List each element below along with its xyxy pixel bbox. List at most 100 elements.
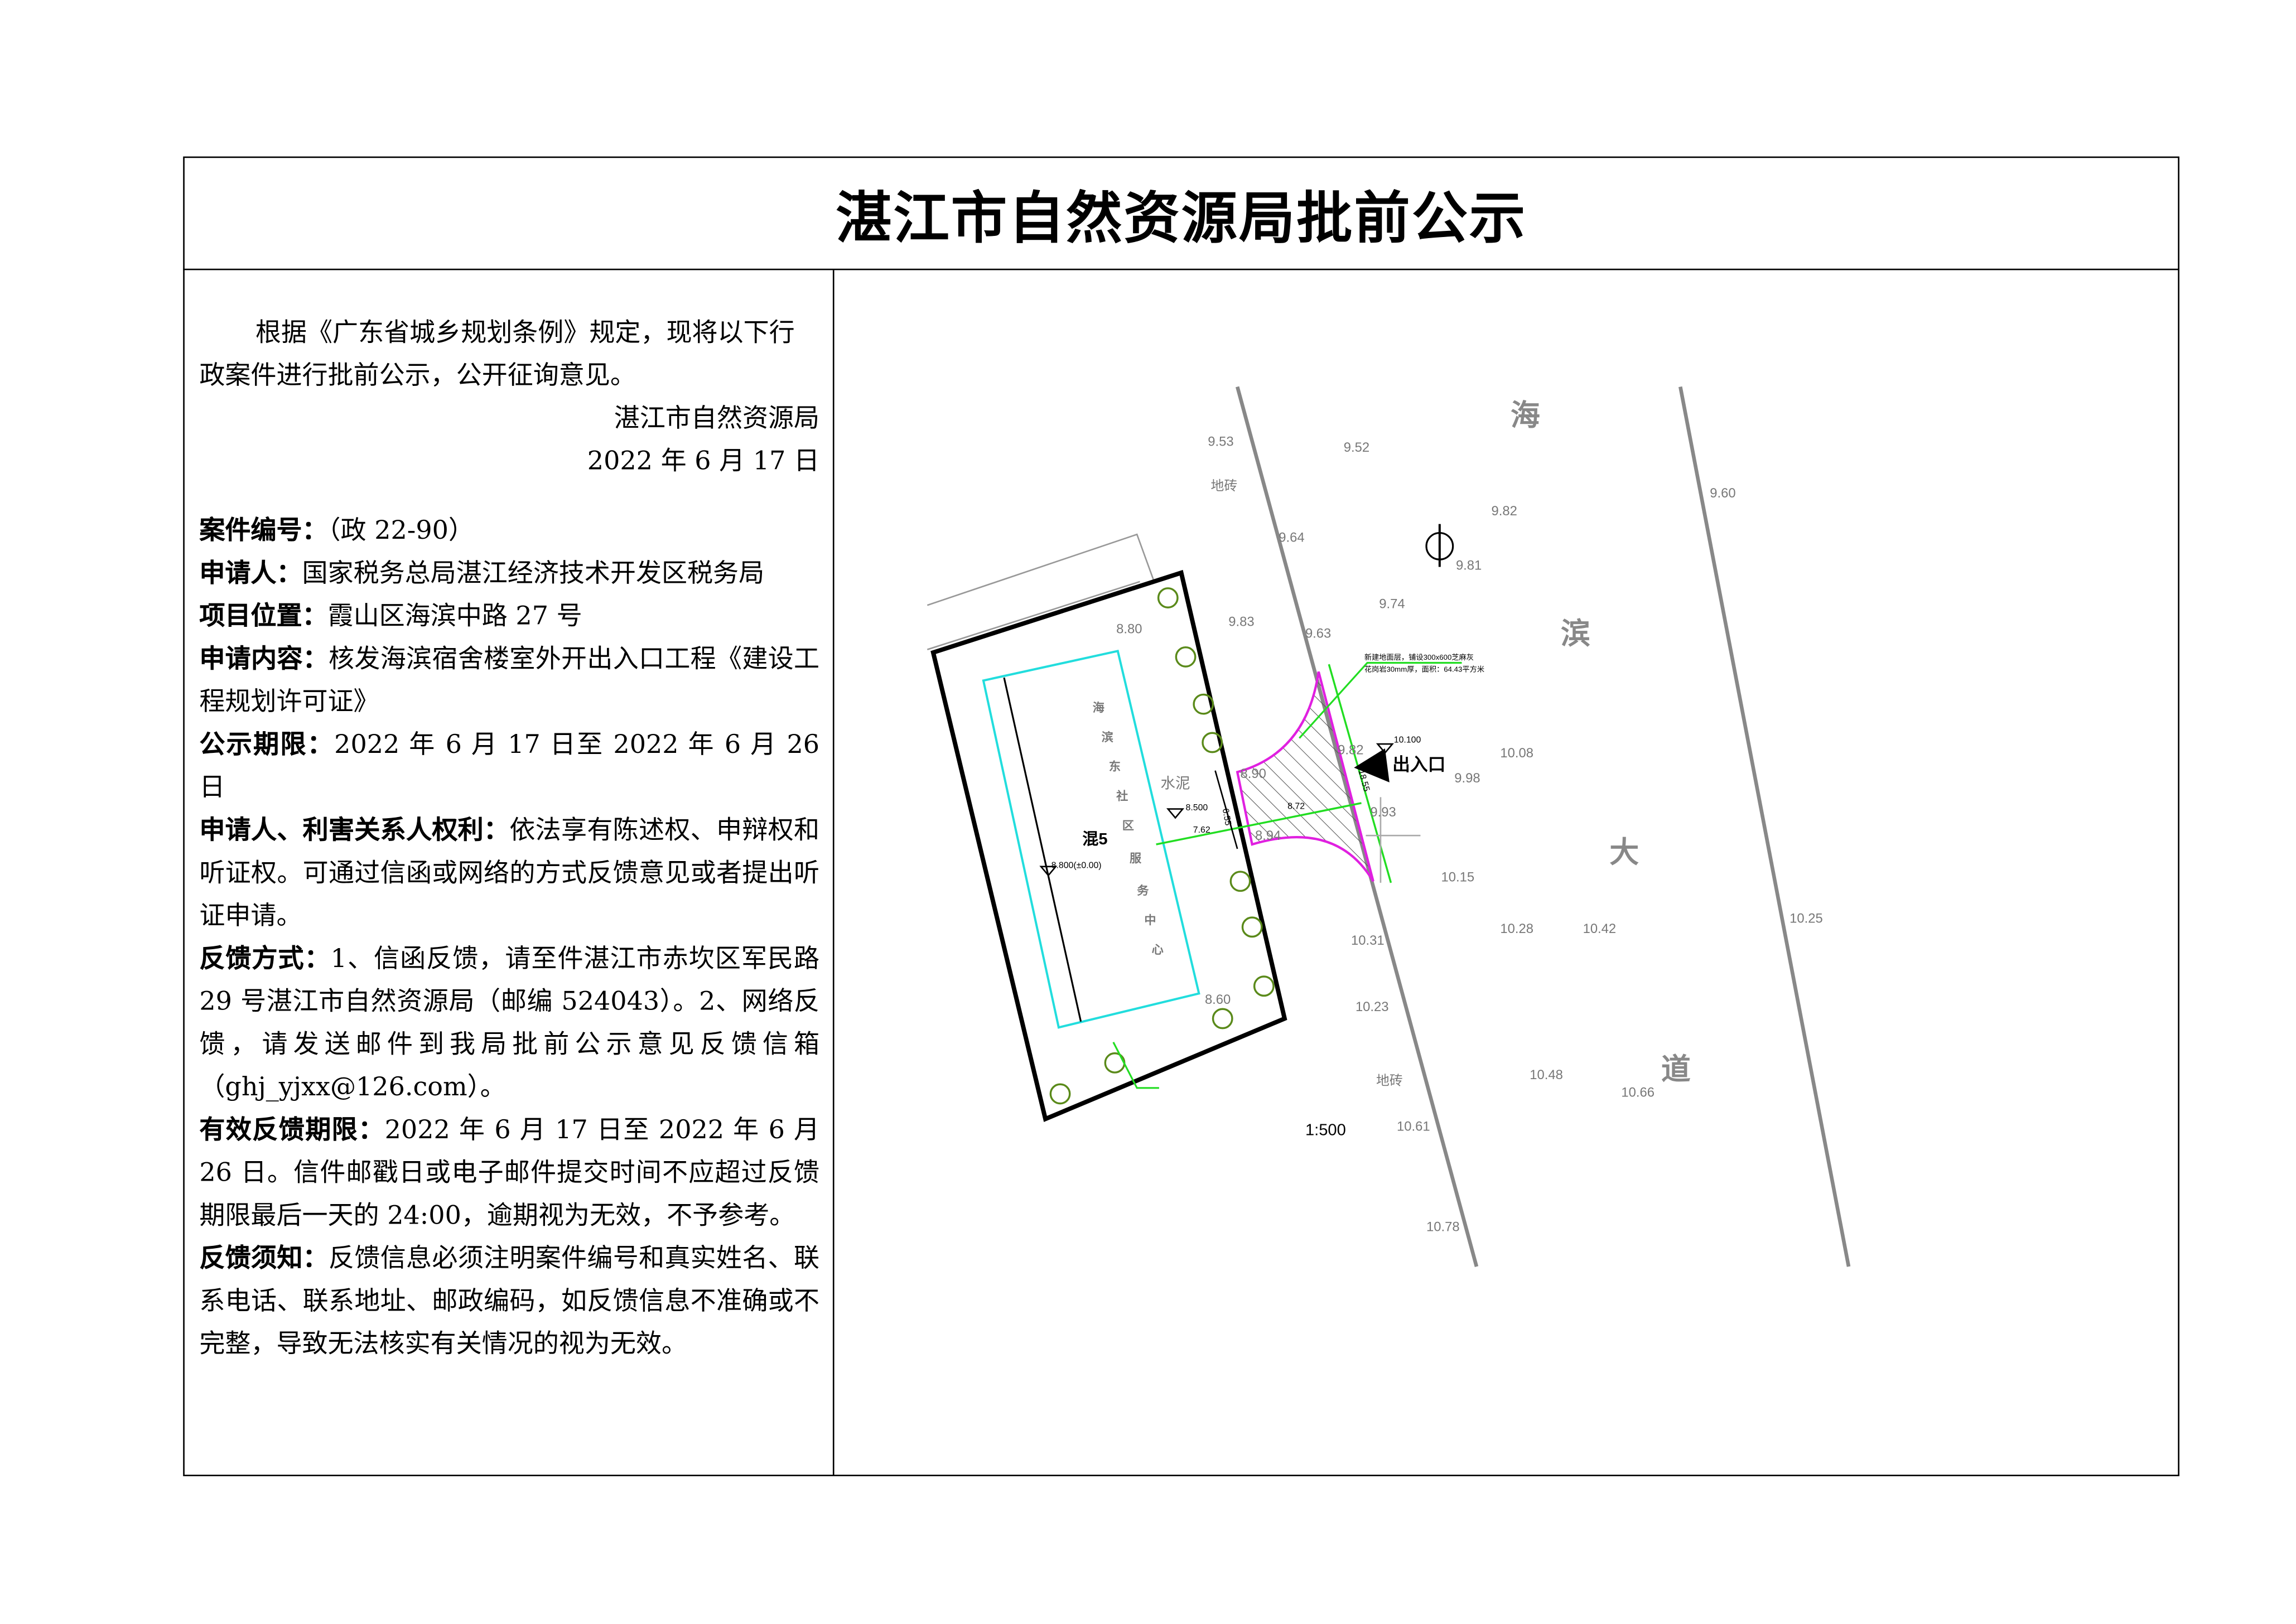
- spot-elevation: 9.83: [1228, 614, 1254, 629]
- building-name-char: 社: [1116, 789, 1128, 803]
- field-value: 1、信函反馈，请至件湛江市赤坎区军民路 29 号湛江市自然资源局（邮编 5240…: [199, 945, 820, 1103]
- field-value: 反馈信息必须注明案件编号和真实姓名、联系电话、联系地址、邮政编码，如反馈信息不准…: [199, 1244, 820, 1360]
- site-boundary: [930, 569, 1287, 1122]
- spot-elevation: 8.94: [1255, 828, 1281, 843]
- elevation-marker-icon: [1166, 808, 1185, 819]
- spot-elevation: 10.28: [1500, 921, 1533, 936]
- entrance-label: 出入口: [1392, 755, 1445, 775]
- notice-field: 反馈须知：反馈信息必须注明案件编号和真实姓名、联系电话、联系地址、邮政编码，如反…: [199, 1239, 819, 1367]
- entrance-elevation: 10.100: [1394, 735, 1421, 745]
- tree-icon: [1212, 1008, 1233, 1030]
- surface-label: 地砖: [1376, 1074, 1403, 1089]
- issuer: 湛江市自然资源局: [614, 404, 820, 434]
- building-name-char: 滨: [1102, 730, 1113, 744]
- dimension-line: [927, 581, 1140, 650]
- field-value: 2022 年 6 月 17 日至 2022 年 6 月 26 日。信件邮戳日或电…: [199, 1116, 820, 1231]
- notice-field: 反馈方式：1、信函反馈，请至件湛江市赤坎区军民路 29 号湛江市自然资源局（邮编…: [199, 939, 819, 1110]
- spot-elevation: 9.60: [1710, 486, 1735, 501]
- building-name-char: 中: [1144, 914, 1156, 927]
- building-elevation: 8.800(±0.00): [1051, 861, 1102, 870]
- dimension-line: [927, 533, 1156, 606]
- building-code: 混5: [1082, 830, 1107, 848]
- annotation-leader: [1112, 1042, 1159, 1089]
- yard-elevation: 8.500: [1186, 803, 1208, 813]
- building-outline: [982, 649, 1200, 1029]
- road-name-char: 滨: [1561, 617, 1590, 651]
- field-label: 反馈方式：: [199, 945, 331, 975]
- building-name-char: 海: [1093, 700, 1104, 714]
- notice-frame: [183, 156, 2179, 1476]
- notice-field: 案件编号：（政 22-90）: [199, 511, 819, 554]
- dimension-label: 6.55: [1221, 808, 1233, 826]
- page-title: 湛江市自然资源局批前公示: [183, 157, 2179, 270]
- paving-annotation: 新建地面层，铺设300x600芝麻灰: [1364, 653, 1474, 661]
- spot-elevation: 9.82: [1338, 743, 1363, 758]
- tree-icon: [1193, 693, 1214, 715]
- spot-elevation: 8.60: [1205, 992, 1231, 1007]
- field-value: 国家税务总局湛江经济技术开发区税务局: [302, 559, 765, 589]
- road-name-char: 道: [1661, 1052, 1691, 1086]
- spot-elevation: 9.93: [1370, 805, 1396, 820]
- spot-elevation: 10.48: [1530, 1067, 1563, 1082]
- spot-elevation: 10.61: [1397, 1119, 1430, 1134]
- notice-text-panel: 根据《广东省城乡规划条例》规定，现将以下行政案件进行批前公示，公开征询意见。 湛…: [199, 313, 819, 1367]
- notice-field: 申请人：国家税务总局湛江经济技术开发区税务局: [199, 554, 819, 597]
- field-label: 有效反馈期限：: [199, 1116, 385, 1146]
- spot-elevation: 9.53: [1208, 434, 1233, 449]
- spot-elevation: 8.80: [1116, 622, 1142, 637]
- tree-icon: [1229, 871, 1251, 892]
- spot-elevation: 10.25: [1789, 911, 1823, 926]
- spot-elevation: 10.23: [1356, 999, 1389, 1014]
- spot-elevation: 9.52: [1344, 440, 1369, 455]
- intro-text: 根据《广东省城乡规划条例》规定，现将以下行政案件进行批前公示，公开征询意见。: [199, 318, 795, 392]
- annotation-leader: [1299, 661, 1462, 739]
- notice-field: 项目位置：霞山区海滨中路 27 号: [199, 596, 819, 639]
- tree-icon: [1241, 916, 1263, 938]
- notice-field: 申请人、利害关系人权利：依法享有陈述权、申辩权和听证权。可通过信函或网络的方式反…: [199, 810, 819, 939]
- field-label: 公示期限：: [199, 731, 335, 761]
- entrance-arrow-icon: [1354, 748, 1390, 782]
- road-name-char: 海: [1511, 398, 1540, 432]
- notice-field: 申请内容：核发海滨宿舍楼室外开出入口工程《建设工程规划许可证》: [199, 639, 819, 725]
- spot-elevation: 9.64: [1279, 530, 1304, 545]
- site-boundary-inner: [939, 579, 1279, 1113]
- field-value: 2022 年 6 月 17 日至 2022 年 6 月 26 日: [199, 731, 820, 803]
- field-label: 申请内容：: [199, 645, 329, 675]
- road-name-char: 大: [1609, 835, 1639, 869]
- surface-label: 水泥: [1161, 775, 1190, 791]
- field-label: 案件编号：: [199, 516, 328, 547]
- building-name-char: 务: [1137, 884, 1149, 897]
- spot-elevation: 9.98: [1454, 771, 1480, 786]
- field-value: 依法享有陈述权、申辩权和听证权。可通过信函或网络的方式反馈意见或者提出听证申请。: [199, 816, 820, 932]
- spot-elevation: 8.90: [1240, 766, 1266, 781]
- field-label: 项目位置：: [199, 602, 328, 632]
- building-name-char: 东: [1109, 760, 1121, 774]
- tree-icon: [1253, 975, 1275, 997]
- elevation-marker-icon: [1039, 866, 1058, 877]
- surface-label: 地砖: [1211, 478, 1238, 494]
- field-value: （政 22-90）: [327, 516, 474, 547]
- spot-elevation: 9.63: [1305, 626, 1331, 641]
- spot-elevation: 9.74: [1379, 597, 1405, 612]
- spot-elevation: 10.78: [1426, 1220, 1460, 1235]
- spot-elevation: 9.81: [1456, 558, 1482, 573]
- building-name-char: 心: [1152, 943, 1164, 956]
- spot-elevation: 10.15: [1441, 869, 1474, 884]
- field-label: 申请人、利害关系人权利：: [199, 816, 510, 846]
- notice-field: 有效反馈期限：2022 年 6 月 17 日至 2022 年 6 月 26 日。…: [199, 1110, 819, 1239]
- spot-elevation: 10.66: [1621, 1085, 1655, 1100]
- tree-icon: [1157, 587, 1179, 608]
- elevation-marker-icon: [1376, 743, 1394, 755]
- issue-date: 2022 年 6 月 17 日: [587, 447, 820, 477]
- field-value: 霞山区海滨中路 27 号: [327, 602, 582, 632]
- tree-icon: [1202, 732, 1223, 753]
- paving-annotation: 花岗岩30mm厚，面积：64.43平方米: [1364, 665, 1484, 673]
- tree-icon: [1175, 646, 1197, 668]
- column-divider: [832, 270, 835, 1477]
- building-name-char: 区: [1122, 820, 1134, 833]
- building-wall-line: [1003, 677, 1082, 1022]
- tree-icon: [1049, 1083, 1071, 1105]
- notice-field: 公示期限：2022 年 6 月 17 日至 2022 年 6 月 26 日: [199, 725, 819, 811]
